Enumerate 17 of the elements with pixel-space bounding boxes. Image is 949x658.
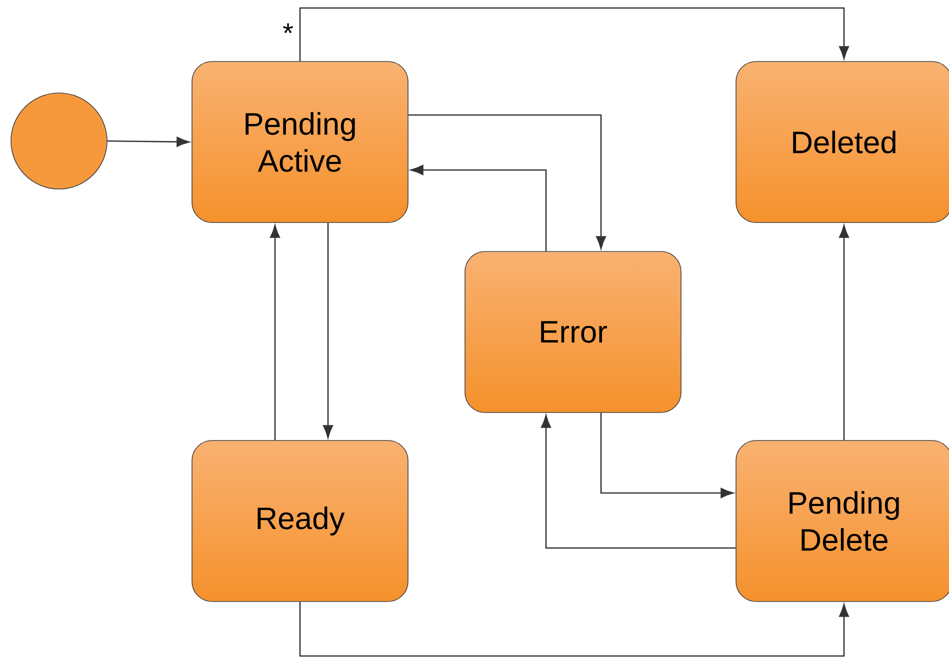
edge-label: * — [283, 23, 294, 34]
arrow — [299, 7, 850, 62]
circle — [10, 92, 108, 190]
state-box: Deleted — [736, 61, 949, 223]
arrow — [270, 224, 280, 440]
arrow — [322, 222, 334, 438]
arrow — [107, 136, 190, 147]
arrow — [410, 164, 547, 252]
state-box: Pending Delete — [736, 440, 949, 602]
state-box: Pending Active — [192, 61, 408, 223]
arrow — [299, 602, 850, 657]
arrow — [408, 114, 606, 250]
arrow — [838, 224, 850, 440]
state-box: Ready — [192, 440, 408, 602]
arrow — [600, 412, 734, 498]
state-box: Error — [464, 251, 682, 413]
arrow — [540, 415, 736, 549]
